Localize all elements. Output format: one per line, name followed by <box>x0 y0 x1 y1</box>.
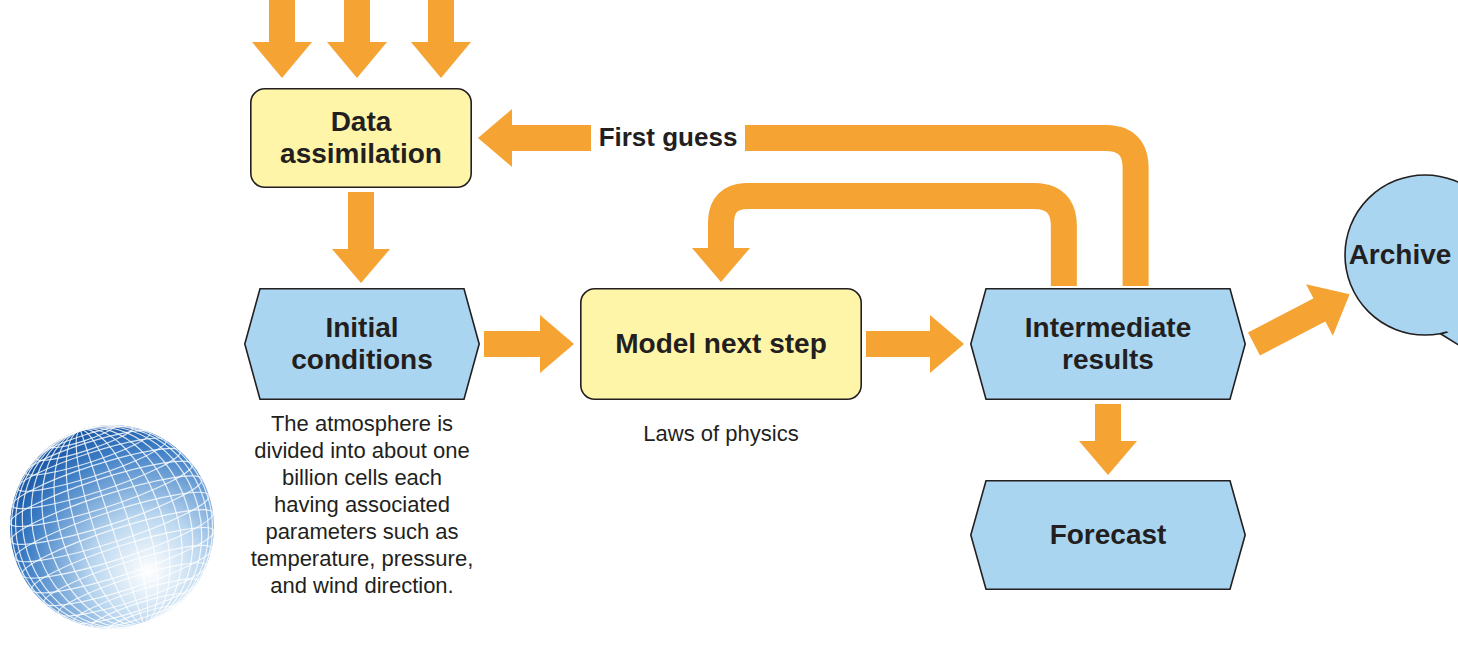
edge-label: First guess <box>591 118 746 157</box>
grid-line <box>14 429 170 500</box>
grid-line <box>0 399 239 647</box>
arrow-head <box>930 315 964 373</box>
grid-line <box>34 420 136 466</box>
box-shape <box>581 289 861 399</box>
node-label: Initial conditions <box>277 312 447 376</box>
arrow-shaft <box>866 331 932 357</box>
caption-text: Laws of physics <box>591 420 851 447</box>
input-arrow-shaft <box>344 0 370 44</box>
arrow-head <box>540 315 574 373</box>
hexagon-shape <box>245 289 479 399</box>
input-arrow-shaft <box>428 0 454 44</box>
grid-line <box>18 410 206 645</box>
arrow-head <box>692 248 750 282</box>
input-arrow-head <box>411 42 471 78</box>
grid-line <box>54 554 210 625</box>
arrow-shaft <box>348 192 374 251</box>
arrow-shaft <box>1254 309 1321 344</box>
process-box: Data assimilation <box>250 88 472 188</box>
hexagon-shape <box>971 289 1245 399</box>
data-hexagon: Intermediate results <box>970 288 1246 400</box>
input-arrow-head <box>327 42 387 78</box>
flow-arrow <box>484 315 574 373</box>
note-text: The atmosphere is divided into about one… <box>251 410 474 599</box>
node-label: Archive <box>1349 239 1452 271</box>
data-hexagon: Forecast <box>970 480 1246 590</box>
flow-arrow <box>332 192 390 283</box>
flow-arrow <box>1079 404 1137 475</box>
input-arrows <box>252 0 471 78</box>
arrow-head <box>478 109 512 167</box>
arrow-head <box>332 249 390 283</box>
node-label: Intermediate results <box>1018 312 1198 376</box>
bubble-tail-fill <box>1445 321 1458 346</box>
grid-line <box>6 406 218 647</box>
grid-line <box>80 430 143 624</box>
grid-line <box>22 423 153 482</box>
grid-line <box>0 400 235 647</box>
arrow-head <box>1079 441 1137 475</box>
flow-arrow <box>478 109 1136 286</box>
globe-illustration <box>0 398 241 647</box>
node-label: Model next step <box>615 328 827 360</box>
input-arrow-shaft <box>269 0 295 44</box>
grid-line <box>48 420 118 451</box>
grid-line <box>107 602 177 633</box>
input-arrow-head <box>252 42 312 78</box>
grid-line <box>0 403 227 647</box>
arrow-shaft <box>484 331 542 357</box>
data-hexagon: Initial conditions <box>244 288 480 400</box>
arrow-shaft <box>1095 404 1121 443</box>
grid-line <box>88 588 190 634</box>
flow-arrow <box>866 315 964 373</box>
grid-line <box>71 572 202 631</box>
arrow-shaft <box>721 196 1064 286</box>
node-label: Forecast <box>1050 519 1167 551</box>
process-box: Model next step <box>580 288 862 400</box>
hexagon-shape <box>971 481 1245 589</box>
flow-arrow <box>692 196 1064 286</box>
flow-arrow <box>1254 284 1350 344</box>
storage-bubble: Archive <box>1345 178 1455 332</box>
bubble-shape <box>1345 175 1458 335</box>
arrow-head <box>1306 284 1350 335</box>
box-shape <box>251 89 471 187</box>
node-label: Data assimilation <box>276 106 446 170</box>
arrow-shaft <box>510 138 1136 286</box>
